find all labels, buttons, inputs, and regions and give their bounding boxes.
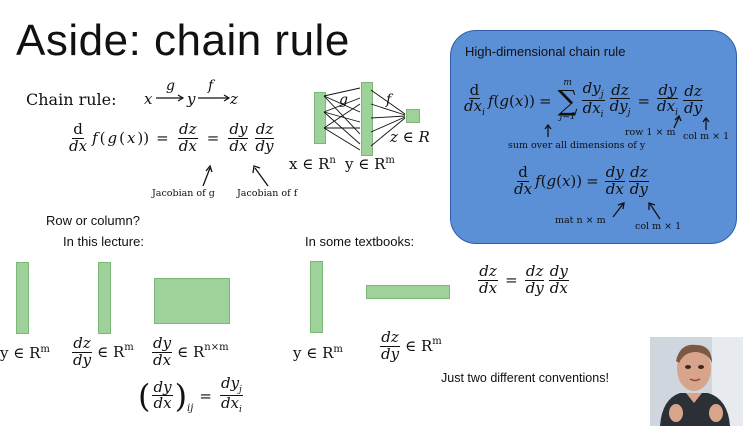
col-note-top-arrow [702,116,710,130]
lecture-dydx-matrix [154,278,230,324]
jacobian-g-arrow [202,164,213,187]
lecture-y-space-label: y ∈ Rm [0,344,50,362]
x-space-label: x ∈ Rn [289,155,336,173]
z-scalar-node [406,109,420,123]
jacobian-f-label: Jacobian of f [237,188,298,199]
row-note: row 1 × m [625,127,676,138]
textbook-y-space-label: y ∈ Rm [293,344,343,362]
network-f-label: f [386,92,392,108]
textbook-y-column-vector [310,261,323,333]
var-x: x [144,90,153,108]
mat-note: mat n × m [555,215,606,226]
sum-note: sum over all dimensions of y [508,140,646,151]
var-y: y [187,90,196,108]
col-note-top: col m × 1 [683,131,730,142]
sum-note-arrow [544,123,552,137]
presenter-silhouette [650,337,743,426]
composition-diagram: x g y f z [144,78,254,112]
sum-operator: m ∑ j=1 [557,78,578,123]
some-textbooks-heading: In some textbooks: [305,234,415,249]
row-note-arrow [673,114,682,129]
row-or-column-heading: Row or column? [46,213,140,228]
col-note-bottom: col m × 1 [635,221,682,232]
col-note-bottom-arrow [648,202,661,220]
var-z: z [230,90,238,108]
arrow-g [156,94,185,102]
conventions-note: Just two different conventions! [441,371,609,385]
this-lecture-heading: In this lecture: [63,234,144,249]
arrow-f-label: f [208,78,214,94]
slide-title: Aside: chain rule [16,16,350,65]
arrow-f [198,94,231,102]
network-connections [323,87,406,151]
arrow-g-label: g [166,78,175,94]
x-vector-layer [314,92,326,144]
presenter-webcam [650,337,743,426]
lecture-y-column-vector [16,262,29,334]
network-g-label: g [339,92,348,108]
panel-title: High-dimensional chain rule [465,44,626,59]
chain-rule-label: Chain rule: [26,90,117,109]
jacobian-g-label: Jacobian of g [152,188,215,199]
mat-note-arrow [612,202,625,218]
textbook-dzdy-row-vector [366,285,450,299]
y-space-label: y ∈ Rm [345,155,395,173]
jacobian-f-arrow [252,165,269,187]
y-vector-layer [361,82,373,156]
lecture-dzdy-column-vector [98,262,111,334]
z-space-label: z ∈ R [390,128,430,146]
